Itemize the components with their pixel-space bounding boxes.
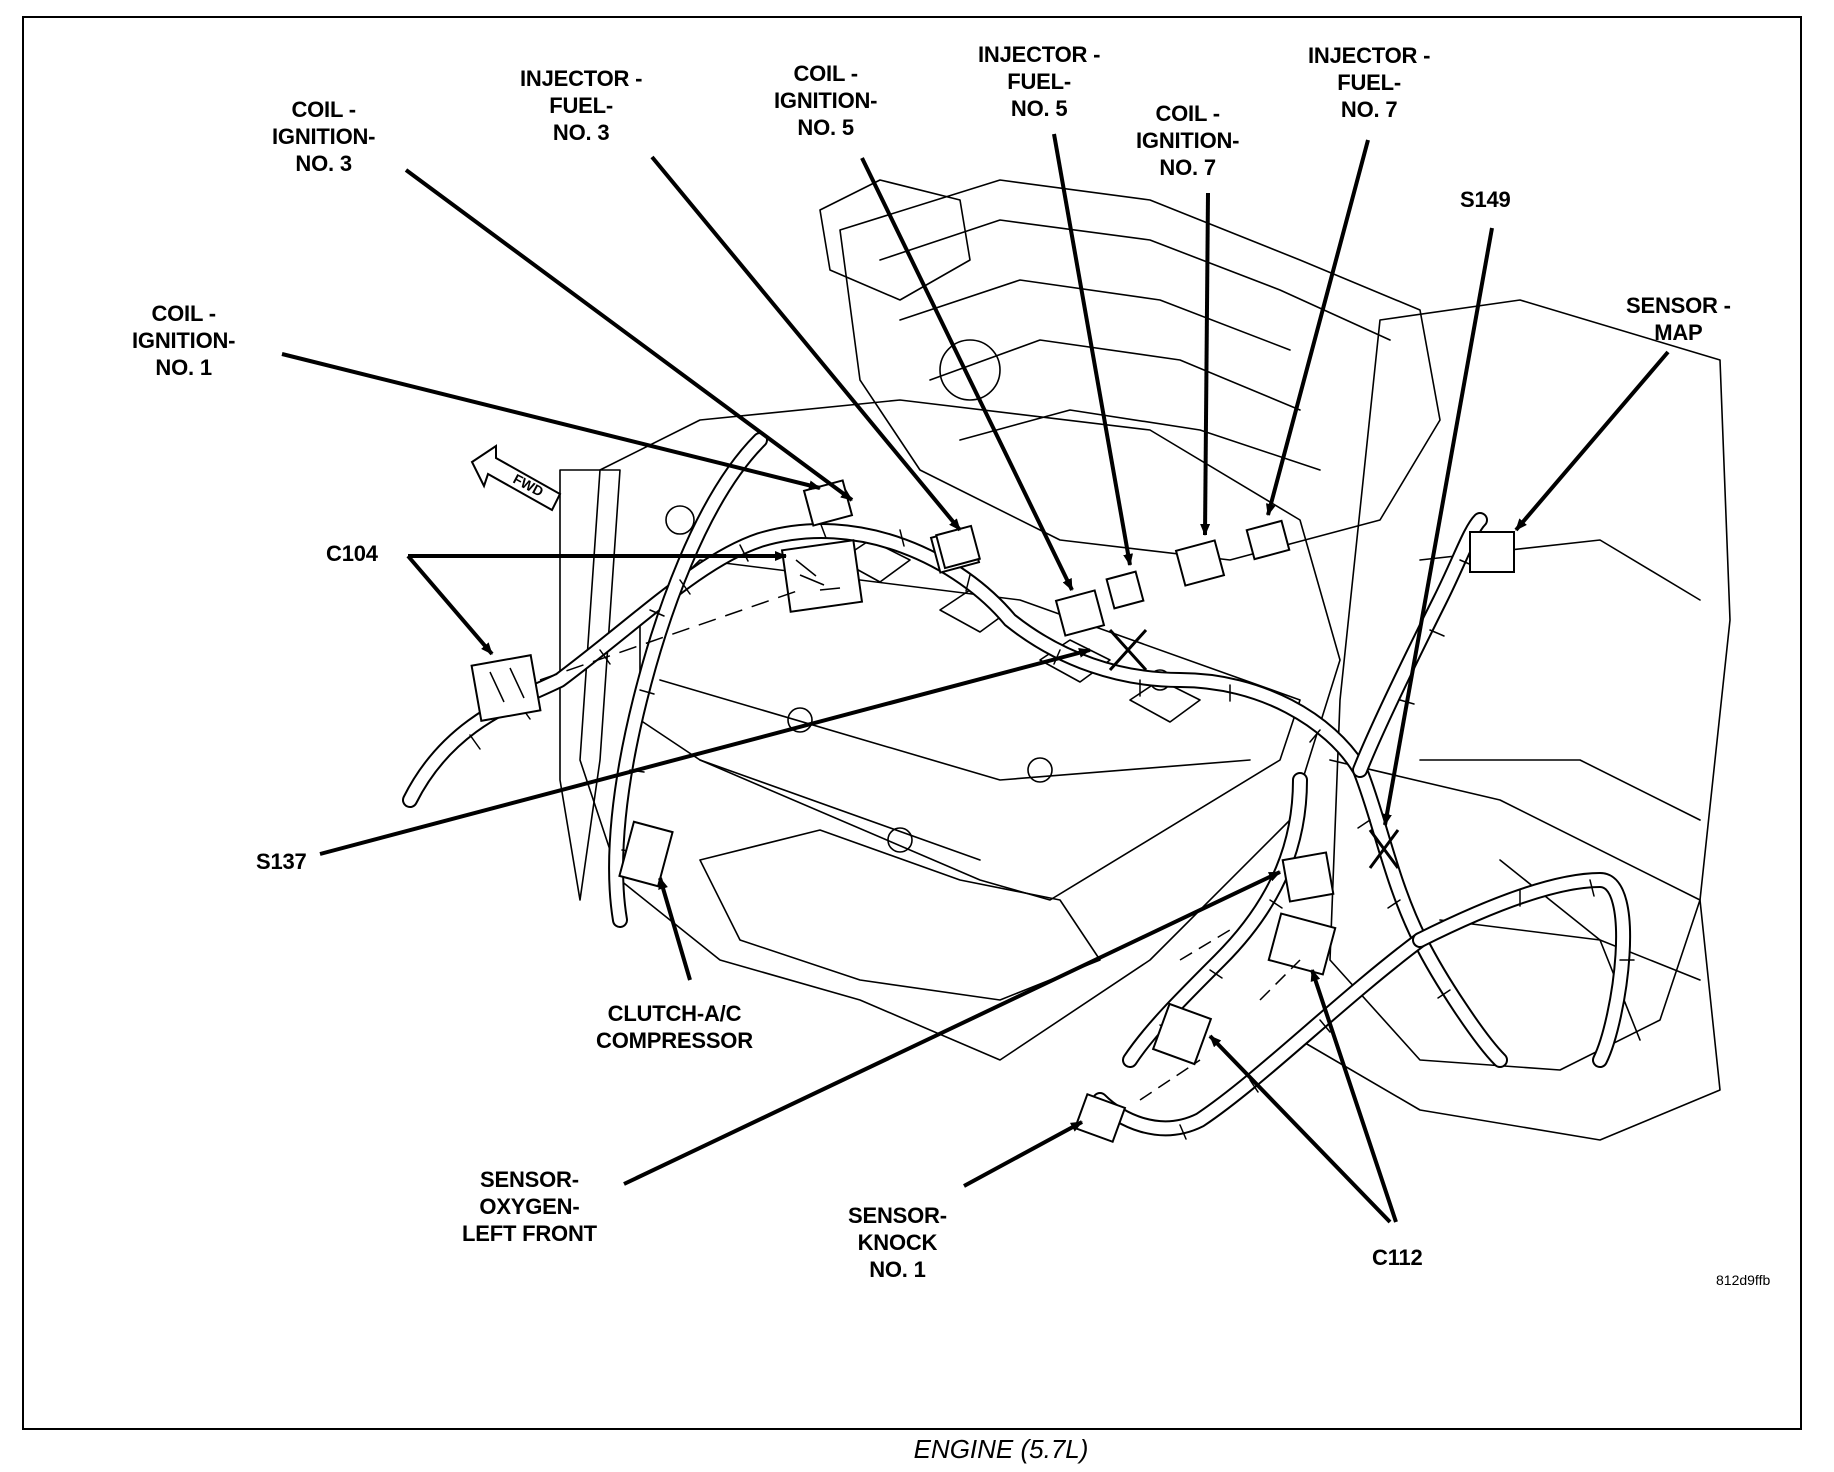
leader-injector-5 <box>1052 133 1134 566</box>
figure-code: 812d9ffb <box>1716 1272 1771 1288</box>
intake-manifold <box>839 179 1441 561</box>
leader-coil-5 <box>860 157 1074 591</box>
connector-c104-lower <box>470 654 542 722</box>
connector-map-sensor <box>1469 531 1515 573</box>
label-injector-fuel-no7: INJECTOR -FUEL-NO. 7 <box>1308 43 1431 122</box>
transmission-housing <box>1299 759 1721 1141</box>
label-injector-fuel-no5: INJECTOR -FUEL-NO. 5 <box>978 42 1101 121</box>
connector-o2-sensor <box>1281 851 1335 903</box>
leader-clutch-ac <box>658 877 692 981</box>
leader-injector-7 <box>1266 139 1370 516</box>
leader-sensor-map <box>1514 350 1670 532</box>
connector-c112-b <box>1151 1002 1213 1066</box>
figure-caption: ENGINE (5.7L) <box>913 1434 1089 1464</box>
leader-coil-3 <box>404 168 854 502</box>
label-sensor-map: SENSOR -MAP <box>1626 293 1731 345</box>
label-coil-ignition-no3: COIL -IGNITION-NO. 3 <box>272 97 376 176</box>
leader-sensor-oxygen <box>623 870 1281 1186</box>
connector-clutch-ac <box>618 820 674 888</box>
leader-injector-3 <box>650 155 962 532</box>
connector-knock-sensor <box>1073 1092 1127 1144</box>
leader-s149 <box>1382 227 1494 826</box>
front-pulley-area <box>559 469 621 901</box>
throttle-body <box>819 179 971 301</box>
splice-s137-mark <box>1108 628 1148 672</box>
connector-c104-upper <box>780 539 864 613</box>
connector-injector-5 <box>1105 570 1145 610</box>
leader-coil-1 <box>281 352 821 491</box>
leader-c104-lower <box>406 554 494 656</box>
label-c112: C112 <box>1372 1245 1423 1270</box>
label-s137: S137 <box>256 849 307 874</box>
leader-c112-a <box>1208 1034 1392 1224</box>
engine-block-outline <box>579 399 1341 1061</box>
splice-s149-mark <box>1368 829 1400 869</box>
label-coil-ignition-no7: COIL -IGNITION-NO. 7 <box>1136 101 1240 180</box>
label-c104: C104 <box>326 541 378 566</box>
leader-knock-sensor <box>963 1120 1083 1188</box>
leader-coil-7 <box>1200 192 1211 536</box>
connector-c112-a <box>1267 912 1337 976</box>
connector-coil-5 <box>1054 589 1106 637</box>
label-s149: S149 <box>1460 187 1511 212</box>
label-injector-fuel-no3: INJECTOR -FUEL-NO. 3 <box>520 66 643 145</box>
connector-injector-7 <box>1245 519 1291 561</box>
connector-coil-7 <box>1174 539 1226 587</box>
fwd-arrow: FWD <box>470 444 562 512</box>
leader-c112-b <box>1310 969 1398 1223</box>
leader-s137 <box>319 647 1091 856</box>
label-coil-ignition-no1: COIL -IGNITION-NO. 1 <box>132 301 236 380</box>
exhaust-manifold <box>699 829 1101 1001</box>
label-coil-ignition-no5: COIL -IGNITION-NO. 5 <box>774 61 878 140</box>
label-sensor-oxygen-left-front: SENSOR-OXYGEN-LEFT FRONT <box>462 1167 597 1246</box>
diagram-frame <box>22 16 1802 1430</box>
right-bank-block <box>1329 299 1731 1071</box>
valve-cover-left <box>639 559 1301 901</box>
c104-dashed-link <box>539 589 801 681</box>
